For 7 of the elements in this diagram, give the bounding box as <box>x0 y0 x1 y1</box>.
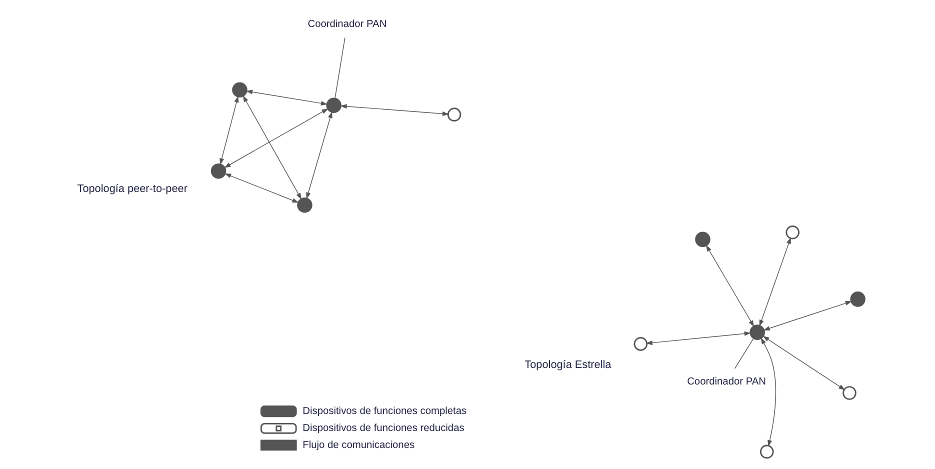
legend-label: Dispositivos de funciones completas <box>302 406 466 418</box>
node-text: Coordinador PAN <box>686 376 766 388</box>
label: Topología peer-to-peer <box>76 182 187 195</box>
node-text: Coordinador PAN <box>307 18 386 30</box>
legend-label: Dispositivos de funciones reducidas <box>302 423 464 434</box>
label: Topología Estrella <box>524 358 611 371</box>
legend-label: Flujo de comunicaciones <box>302 440 414 451</box>
